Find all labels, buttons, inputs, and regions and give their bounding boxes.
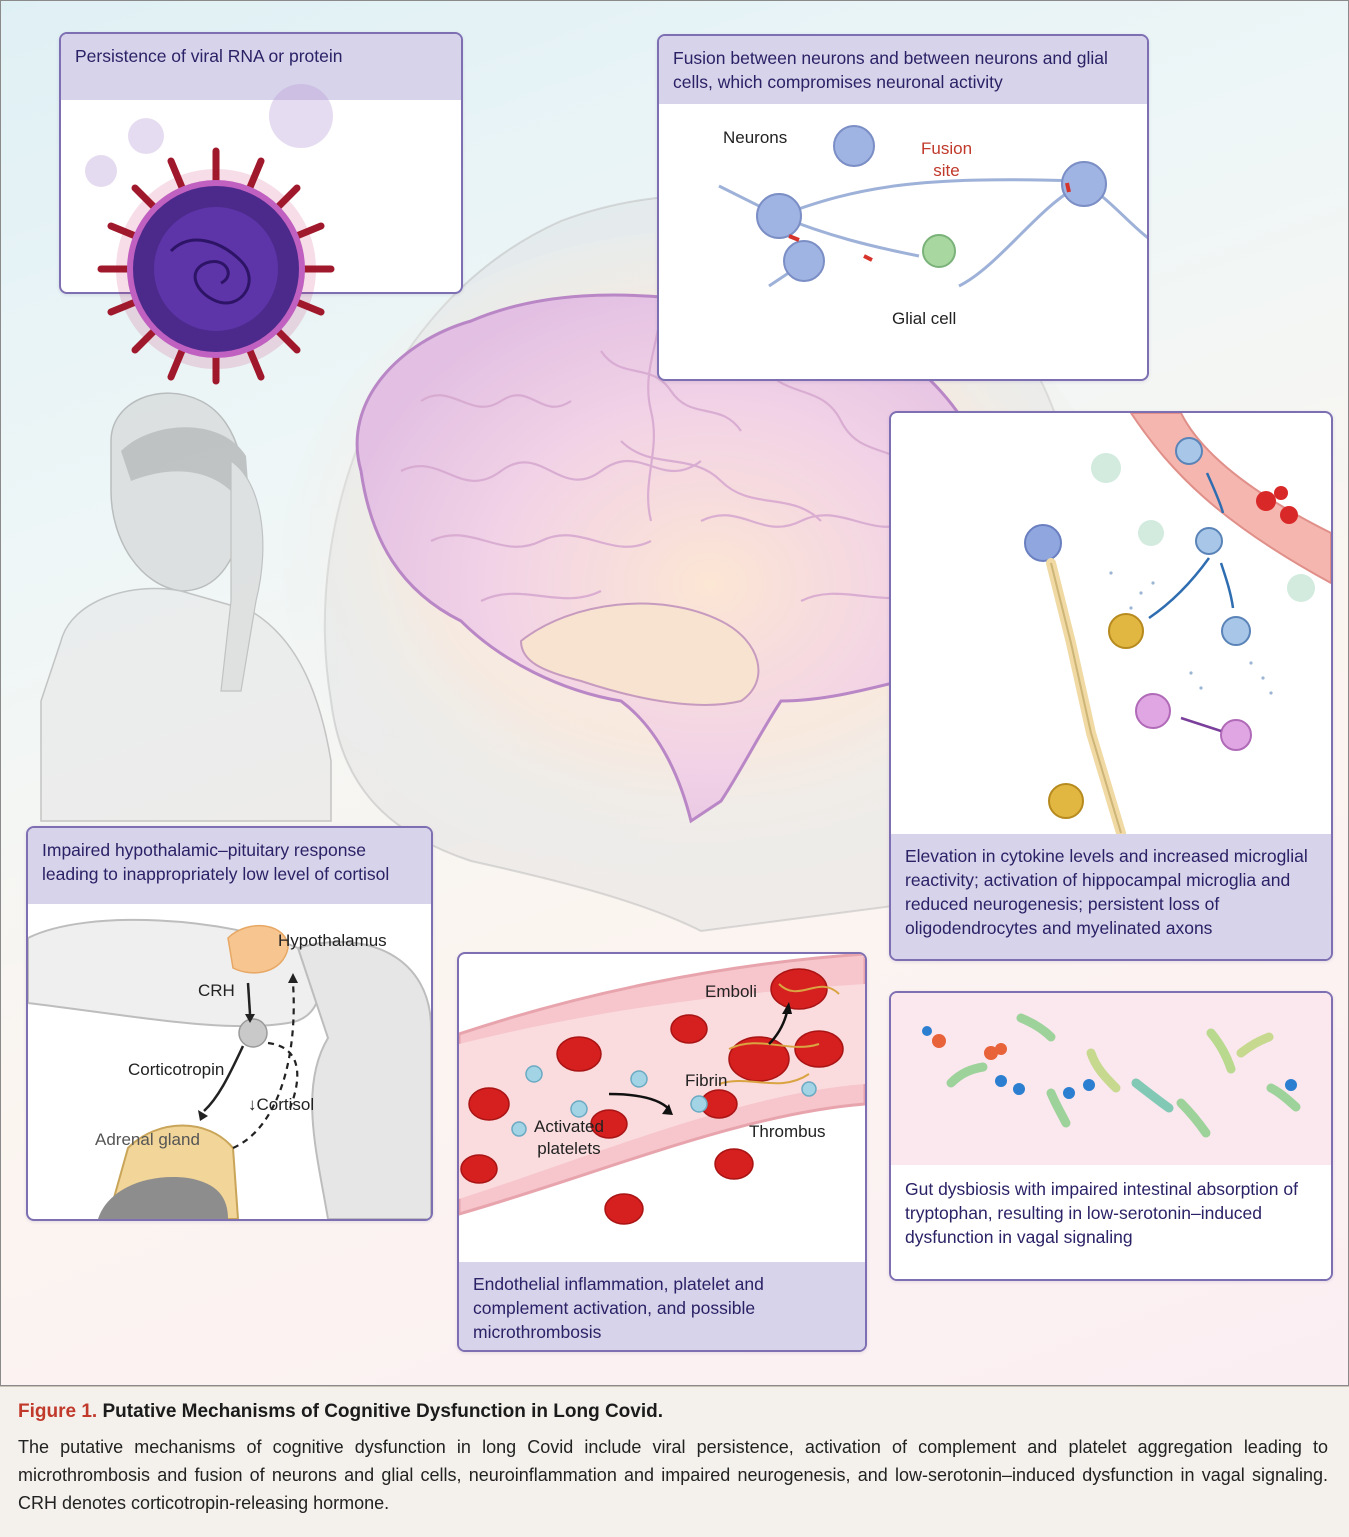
blood-vessel-illustration	[459, 954, 865, 1225]
panel-caption: Elevation in cytokine levels and increas…	[891, 834, 1331, 959]
panel-caption: Endothelial inflammation, platelet and c…	[459, 1262, 865, 1350]
label-activated-platelets-line2: platelets	[537, 1139, 601, 1158]
label-activated-platelets-line1: Activated	[534, 1117, 604, 1136]
brain	[355, 293, 1000, 824]
label-emboli: Emboli	[705, 982, 757, 1001]
label-thrombus: Thrombus	[749, 1122, 826, 1141]
panel-microthrombosis: Emboli Fibrin Activated platelets Thromb…	[457, 952, 867, 1352]
figure-title-text: Putative Mechanisms of Cognitive Dysfunc…	[102, 1401, 664, 1422]
label-cortisol: ↓Cortisol	[248, 1095, 315, 1114]
label-fusion-site-line2: site	[933, 161, 960, 180]
label-glial-cell: Glial cell	[892, 309, 957, 328]
label-activated-platelets: Activated platelets	[534, 1116, 604, 1160]
label-neurons: Neurons	[723, 128, 788, 147]
gut-bacteria-illustration	[891, 993, 1331, 1165]
label-corticotropin: Corticotropin	[128, 1060, 225, 1079]
panel-hypothalamic-pituitary: Impaired hypothalamic–pituitary response…	[26, 826, 433, 1221]
panel-caption: Impaired hypothalamic–pituitary response…	[28, 828, 431, 904]
panel-gut-dysbiosis: Gut dysbiosis with impaired intestinal a…	[889, 991, 1333, 1281]
hpa-axis-illustration	[28, 918, 431, 1219]
label-fusion-site-line1: Fusion	[921, 139, 973, 158]
person-silhouette	[40, 392, 332, 822]
figure-title: Figure 1. Putative Mechanisms of Cogniti…	[18, 1401, 663, 1423]
label-fibrin: Fibrin	[685, 1071, 728, 1090]
figure-number: Figure 1.	[18, 1401, 98, 1422]
label-crh: CRH	[198, 981, 235, 1000]
figure-caption: Figure 1. Putative Mechanisms of Cogniti…	[0, 1386, 1349, 1537]
neuron-icon	[718, 125, 1147, 288]
label-fusion-site: Fusion site	[921, 138, 972, 182]
panel-neuroinflammation: Elevation in cytokine levels and increas…	[889, 411, 1333, 961]
microglia-illustration	[1024, 413, 1331, 838]
label-hypothalamus: Hypothalamus	[278, 931, 387, 950]
panel-viral-persistence: Persistence of viral RNA or protein	[59, 32, 463, 294]
panel-caption: Gut dysbiosis with impaired intestinal a…	[891, 1167, 1331, 1279]
figure-panel: Persistence of viral RNA or protein Fusi…	[0, 0, 1349, 1386]
panel-caption: Persistence of viral RNA or protein	[61, 34, 461, 100]
figure-caption-text: The putative mechanisms of cognitive dys…	[18, 1437, 1328, 1513]
panel-neuronal-fusion: Fusion between neurons and between neuro…	[657, 34, 1149, 381]
panel-caption: Fusion between neurons and between neuro…	[659, 36, 1147, 104]
label-adrenal-gland: Adrenal gland	[95, 1130, 200, 1149]
